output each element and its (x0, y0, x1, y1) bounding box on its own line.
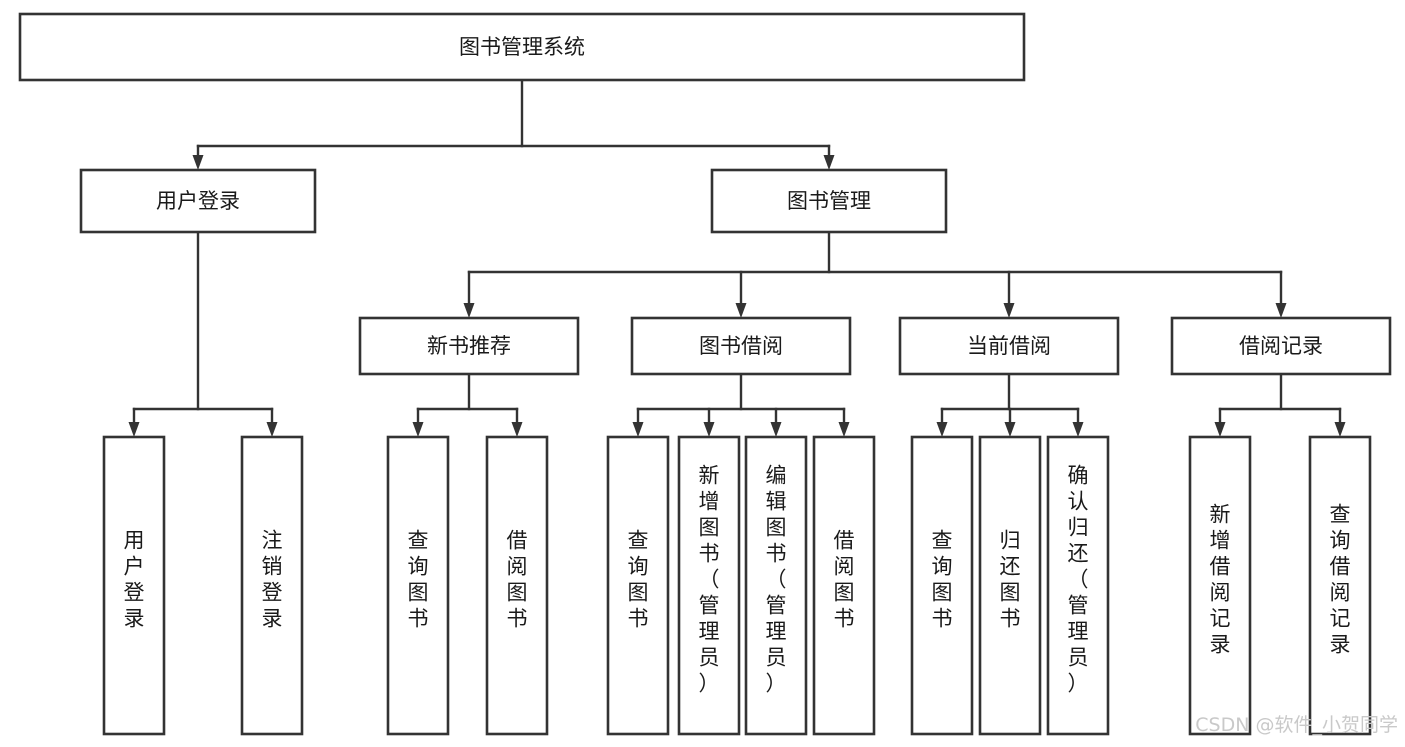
node-leaf-3[interactable]: 借阅图书 (485, 435, 549, 736)
node-box (386, 435, 450, 736)
node-box (240, 435, 304, 736)
node-box (1170, 316, 1392, 376)
arrow-head-icon (128, 422, 140, 437)
node-l2-0[interactable]: 用户登录 (79, 168, 317, 234)
node-box (812, 435, 876, 736)
node-label: 新增图书（管理员） (699, 464, 720, 696)
arrow-head-icon (1334, 422, 1346, 437)
arrow-head-icon (703, 422, 715, 437)
node-box (630, 316, 852, 376)
node-l3-2[interactable]: 当前借阅 (898, 316, 1120, 376)
node-label: 借阅图书 (507, 529, 528, 631)
node-leaf-9[interactable]: 归还图书 (978, 435, 1042, 736)
node-box (744, 435, 808, 736)
arrow-head-icon (735, 303, 747, 318)
arrow-head-icon (1004, 422, 1016, 437)
node-label: 查询图书 (408, 529, 429, 631)
node-box (910, 435, 974, 736)
node-label: 注销登录 (262, 529, 283, 631)
node-leaf-1[interactable]: 注销登录 (240, 435, 304, 736)
node-leaf-5[interactable]: 新增图书（管理员） (677, 435, 741, 736)
node-root-0[interactable]: 图书管理系统 (18, 12, 1026, 82)
arrow-head-icon (1275, 303, 1287, 318)
node-label: 借阅图书 (834, 529, 855, 631)
node-l2-1[interactable]: 图书管理 (710, 168, 948, 234)
arrow-head-icon (838, 422, 850, 437)
arrow-head-icon (936, 422, 948, 437)
arrow-head-icon (1003, 303, 1015, 318)
arrow-head-icon (823, 155, 835, 170)
node-leaf-12[interactable]: 查询借阅记录 (1308, 435, 1372, 736)
node-box (677, 435, 741, 736)
node-l3-1[interactable]: 图书借阅 (630, 316, 852, 376)
arrow-head-icon (511, 422, 523, 437)
node-label: 查询图书 (932, 529, 953, 631)
node-label: 新增借阅记录 (1210, 503, 1231, 657)
node-leaf-11[interactable]: 新增借阅记录 (1188, 435, 1252, 736)
arrow-head-icon (192, 155, 204, 170)
node-label: 当前借阅 (967, 334, 1051, 358)
node-box (1046, 435, 1110, 736)
node-layer: 图书管理系统用户登录图书管理新书推荐图书借阅当前借阅借阅记录用户登录注销登录查询… (18, 12, 1392, 736)
node-box (978, 435, 1042, 736)
node-leaf-4[interactable]: 查询图书 (606, 435, 670, 736)
arrow-head-icon (770, 422, 782, 437)
node-label: 图书管理系统 (459, 35, 585, 59)
arrow-head-icon (1072, 422, 1084, 437)
node-box (1188, 435, 1252, 736)
node-label: 借阅记录 (1239, 334, 1323, 358)
csdn-watermark: CSDN @软件_小贺同学 (1195, 714, 1398, 736)
node-label: 图书借阅 (699, 334, 783, 358)
node-leaf-7[interactable]: 借阅图书 (812, 435, 876, 736)
node-label: 新书推荐 (427, 334, 511, 358)
node-l3-3[interactable]: 借阅记录 (1170, 316, 1392, 376)
node-leaf-0[interactable]: 用户登录 (102, 435, 166, 736)
node-leaf-10[interactable]: 确认归还（管理员） (1046, 435, 1110, 736)
node-box (102, 435, 166, 736)
node-box (79, 168, 317, 234)
node-label: 归还图书 (1000, 529, 1021, 631)
node-label: 查询图书 (628, 529, 649, 631)
arrow-head-icon (632, 422, 644, 437)
node-box (485, 435, 549, 736)
node-label: 查询借阅记录 (1330, 503, 1351, 657)
node-l3-0[interactable]: 新书推荐 (358, 316, 580, 376)
arrow-head-icon (412, 422, 424, 437)
node-box (898, 316, 1120, 376)
arrow-head-icon (463, 303, 475, 318)
node-box (710, 168, 948, 234)
node-box (18, 12, 1026, 82)
arrow-head-icon (266, 422, 278, 437)
node-box (1308, 435, 1372, 736)
node-leaf-2[interactable]: 查询图书 (386, 435, 450, 736)
node-label: 用户登录 (124, 529, 145, 631)
node-box (358, 316, 580, 376)
arrow-head-icon (1214, 422, 1226, 437)
node-label: 用户登录 (156, 189, 240, 213)
node-box (606, 435, 670, 736)
node-label: 图书管理 (787, 189, 871, 213)
node-leaf-8[interactable]: 查询图书 (910, 435, 974, 736)
connector-layer (128, 78, 1346, 437)
node-label: 确认归还（管理员） (1068, 464, 1089, 696)
node-label: 编辑图书（管理员） (766, 464, 787, 696)
node-leaf-6[interactable]: 编辑图书（管理员） (744, 435, 808, 736)
